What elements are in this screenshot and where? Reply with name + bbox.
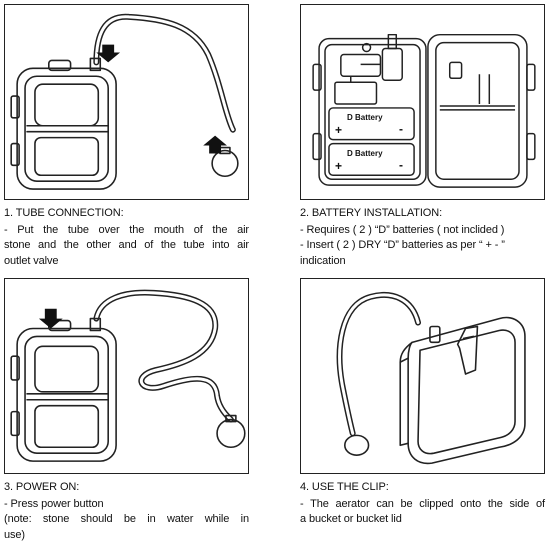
step-2-line: indication (300, 254, 346, 267)
step-1-line: stone and the other and of the tube into… (4, 239, 249, 251)
step-3-line: (note: stone should be in water while in (4, 513, 249, 525)
step-3-caption: 3. POWER ON: - Press power button (note:… (4, 480, 249, 543)
battery-installation-illustration (312, 33, 536, 188)
step-3-line: use) (4, 528, 25, 541)
panel-power-on (4, 278, 249, 474)
step-4-title: 4. USE THE CLIP: (300, 481, 389, 493)
battery-plus: + (335, 123, 343, 137)
step-2-title: 2. BATTERY INSTALLATION: (300, 207, 443, 219)
step-1-caption: 1. TUBE CONNECTION: - Put the tube over … (4, 206, 249, 269)
step-3-line: - Press power button (4, 497, 104, 510)
step-2-line: - Requires ( 2 ) “D” batteries ( not inc… (300, 223, 505, 236)
battery-plus: + (335, 159, 343, 173)
use-the-clip-illustration (336, 291, 526, 465)
arrow-down-icon (38, 308, 63, 329)
step-3-title: 3. POWER ON: (4, 481, 80, 493)
step-1-line: - Put the tube over the mouth of the air (4, 223, 249, 236)
step-1-line: outlet valve (4, 254, 59, 267)
step-1-title: 1. TUBE CONNECTION: (4, 207, 124, 219)
step-2-line: - Insert ( 2 ) DRY “D” batteries as per … (300, 239, 505, 251)
power-on-illustration (10, 289, 246, 462)
tube-connection-illustration (10, 13, 239, 190)
step-4-line: - The aerator can be clipped onto the si… (300, 497, 545, 510)
battery-label: D Battery (347, 149, 383, 158)
step-4-line: a bucket or bucket lid (300, 513, 402, 525)
panel-tube-connection (4, 4, 249, 200)
battery-minus: - (399, 158, 403, 172)
battery-minus: - (399, 122, 403, 136)
step-2-caption: 2. BATTERY INSTALLATION: - Requires ( 2 … (300, 206, 545, 269)
step-4-caption: 4. USE THE CLIP: - The aerator can be cl… (300, 480, 545, 528)
panel-use-the-clip (300, 278, 545, 474)
panel-battery-installation: D Battery + - D Battery + - (300, 4, 545, 200)
battery-label: D Battery (347, 113, 383, 122)
